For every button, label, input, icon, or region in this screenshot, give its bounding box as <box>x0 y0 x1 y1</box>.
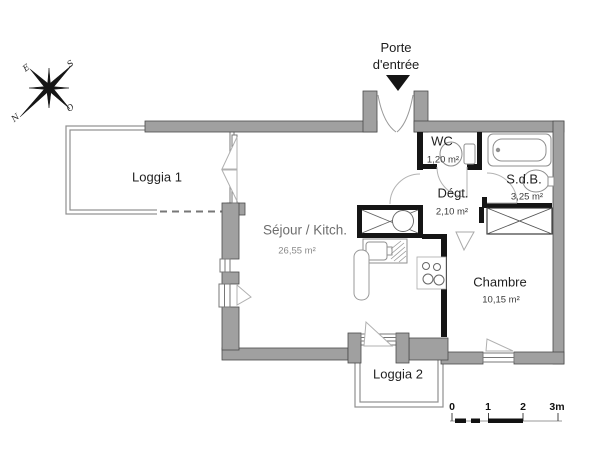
fixtures <box>353 133 555 301</box>
entrance-door-swing-left <box>377 94 397 133</box>
room-area-wc: 1,20 m² <box>426 154 460 166</box>
entrance-label-line1: Porte <box>380 40 412 56</box>
loggia2-pillar-right <box>395 332 410 364</box>
compass-west-label: O <box>65 102 77 114</box>
kitchen-sink <box>362 238 408 264</box>
room-label-loggia1: Loggia 1 <box>132 169 182 185</box>
exterior-walls <box>144 90 565 365</box>
chambre-placard <box>486 207 553 235</box>
sdb-door-swing <box>486 172 518 204</box>
door-swings <box>377 94 518 252</box>
washbasin <box>522 169 555 193</box>
wc-door-swing <box>436 166 468 198</box>
entrance-label: Porte d'entrée <box>373 40 420 74</box>
degt-door-swing <box>389 173 421 205</box>
room-area-degt: 2,10 m² <box>435 206 469 218</box>
room-area-sejour: 26,55 m² <box>278 245 316 257</box>
entrance-arrow-icon <box>386 75 410 91</box>
compass-east-label: E <box>20 62 32 75</box>
compass-north-label: N <box>9 112 22 125</box>
room-area-chambre: 10,15 m² <box>482 294 520 306</box>
room-label-chambre: Chambre <box>473 274 527 290</box>
loggia2-pillar-left <box>347 332 362 364</box>
room-label-sejour: Séjour / Kitch. <box>262 222 348 238</box>
stove <box>416 256 447 290</box>
windows <box>218 134 515 363</box>
scale-tick-1: 1 <box>485 401 491 413</box>
entrance-door-swing-right <box>396 94 414 133</box>
compass-star-icon <box>19 64 73 118</box>
room-label-wc: WC <box>431 133 453 149</box>
scale-tick-0: 0 <box>449 401 455 413</box>
water-heater-closet <box>361 209 419 234</box>
sink-drainer-hatch <box>390 240 407 263</box>
entrance-label-line2: d'entrée <box>372 57 420 72</box>
room-label-sdb: S.d.B. <box>506 171 542 187</box>
french-door-swing-lower <box>221 169 238 202</box>
compass-rose: E S O N <box>9 59 77 126</box>
compass-south-label: S <box>65 59 76 71</box>
room-area-sdb: 3,25 m² <box>510 191 544 203</box>
chambre-window-swing <box>485 338 514 352</box>
bathtub <box>487 133 552 167</box>
scale-tick-3m: 3m <box>549 401 564 413</box>
refrigerator <box>353 249 370 301</box>
scale-bar: 0 1 2 3m <box>449 401 565 423</box>
entrance-jamb-left <box>362 90 378 133</box>
french-door-swing-upper <box>221 136 238 170</box>
west-window-swing <box>236 283 252 306</box>
loggia2-door-swing <box>363 320 394 347</box>
scale-tick-2: 2 <box>520 401 526 413</box>
toilet <box>439 141 476 167</box>
chambre-door-leaf <box>455 231 475 252</box>
room-label-degt: Dégt. <box>437 185 469 201</box>
room-label-loggia2: Loggia 2 <box>373 366 423 382</box>
